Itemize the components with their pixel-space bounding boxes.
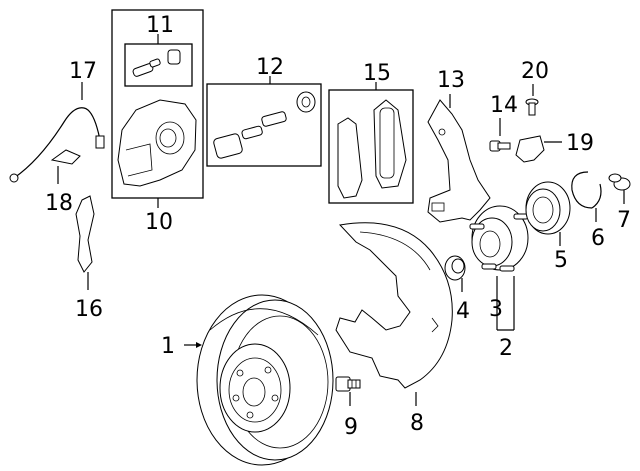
callout-2: 2: [499, 336, 513, 361]
callout-18: 18: [45, 191, 73, 216]
callout-17: 17: [69, 59, 97, 84]
retaining-clip: [608, 173, 631, 191]
wheel-bearing: [525, 181, 571, 235]
callout-16: 16: [75, 297, 103, 322]
callout-labels: 1 2 3 4 5 6 7 8 9 10 11 12 13 14 15 16 1…: [45, 13, 631, 440]
dust-shield: [335, 222, 453, 389]
harness-clip: [50, 149, 81, 165]
wear-sensor-harness: [9, 107, 105, 183]
seal-kit: [132, 49, 181, 77]
callout-11: 11: [146, 13, 174, 38]
callout-1: 1: [161, 334, 175, 359]
snap-ring: [571, 171, 602, 209]
callout-4: 4: [456, 299, 470, 324]
callout-5: 5: [554, 248, 568, 273]
caliper-bracket: [427, 99, 491, 223]
hub-nut: [444, 255, 466, 281]
callout-14: 14: [490, 93, 518, 118]
brake-caliper: [117, 99, 197, 187]
callout-15: 15: [363, 61, 391, 86]
sensor-screw: [525, 98, 539, 116]
callout-13: 13: [437, 68, 465, 93]
callout-9: 9: [344, 415, 358, 440]
pad-set-box: [328, 89, 414, 204]
callout-6: 6: [591, 226, 605, 251]
callout-20: 20: [521, 59, 549, 84]
sensor-bracket: [515, 135, 545, 163]
brake-rotor: [196, 294, 334, 466]
callout-19: 19: [566, 131, 594, 156]
harness-bracket: [75, 195, 95, 273]
bracket-bolt: [489, 140, 511, 152]
guide-pin-kit: [213, 91, 316, 159]
callout-7: 7: [617, 208, 631, 233]
guide-pin-kit-box: [206, 83, 322, 167]
callout-8: 8: [410, 411, 424, 436]
callout-10: 10: [145, 210, 173, 235]
leader-lines: [57, 34, 625, 406]
brake-pads: [337, 99, 407, 199]
wheel-hub: [469, 205, 529, 272]
shield-bolt: [335, 376, 361, 392]
callout-3: 3: [489, 297, 503, 322]
callout-12: 12: [256, 55, 284, 80]
